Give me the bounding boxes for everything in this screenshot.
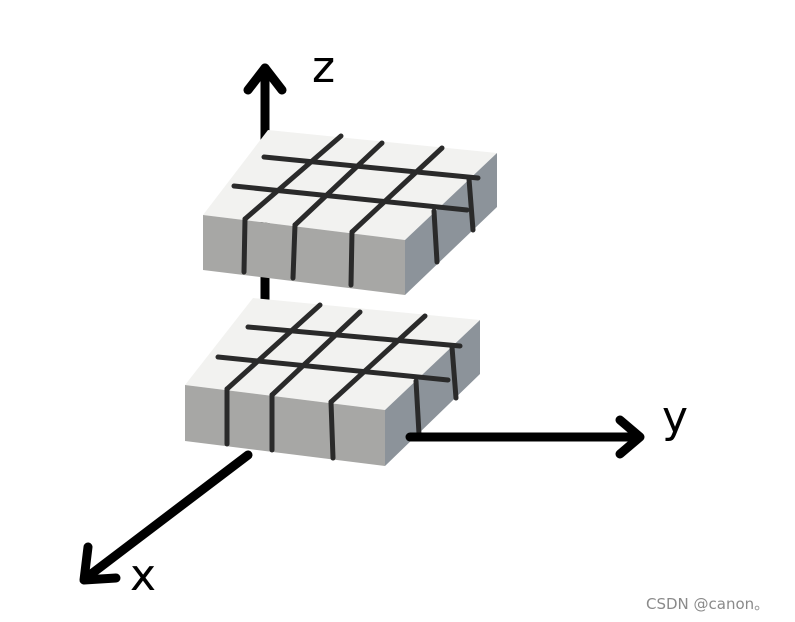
upper-block-front-face (203, 215, 405, 295)
z-axis-label: z (312, 42, 335, 93)
x-axis-label: x (130, 550, 156, 601)
lower-block-grid-lines (215, 302, 463, 461)
lower-block (185, 298, 480, 466)
watermark-text: CSDN @canon。 (646, 595, 770, 613)
upper-block-side-face (405, 153, 497, 295)
y-axis: y (405, 392, 688, 459)
upper-block-grid-lines (231, 133, 481, 288)
lower-block-side-face (385, 320, 480, 466)
upper-block (203, 130, 497, 295)
x-axis: x (79, 450, 253, 601)
y-axis-label: y (662, 392, 688, 443)
